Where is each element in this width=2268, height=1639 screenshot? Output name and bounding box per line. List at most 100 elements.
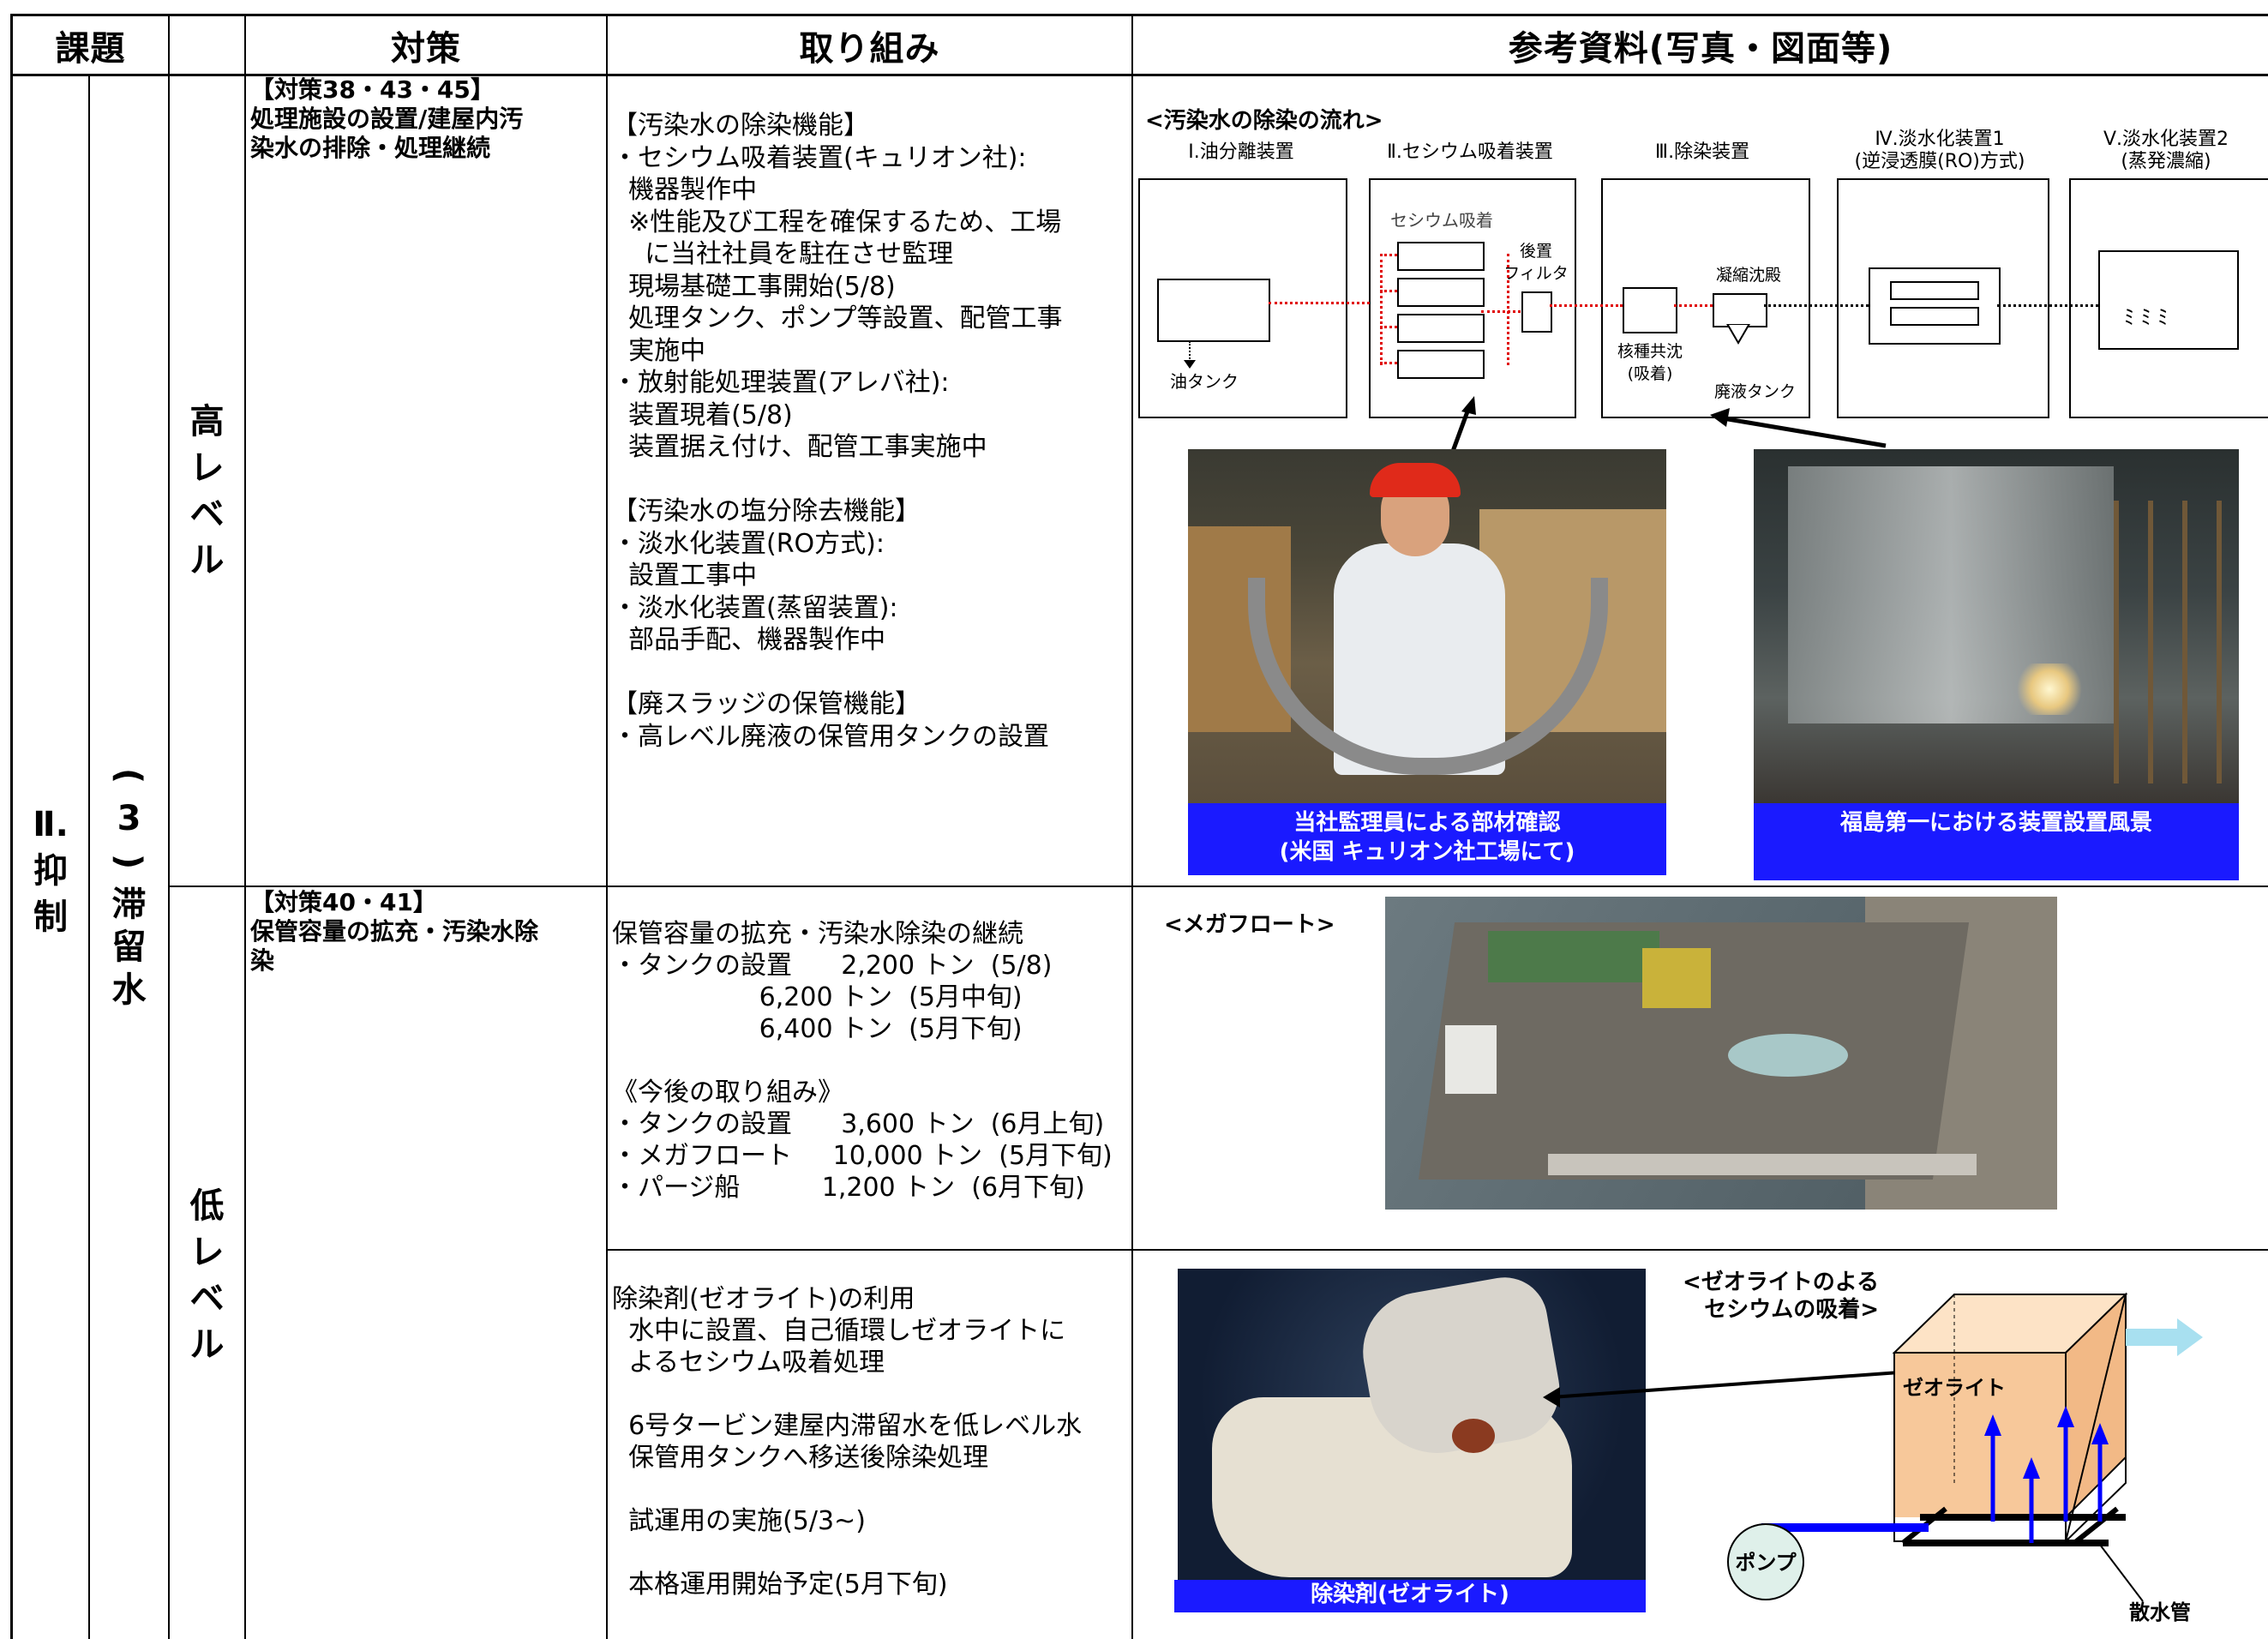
col-line-topic xyxy=(88,74,90,1639)
coin xyxy=(1452,1419,1495,1453)
zeolite-box-back-edge xyxy=(2064,1294,2127,1545)
pointer-arrow-1-head xyxy=(1461,396,1476,415)
flow-stage2-label: Ⅱ.セシウム吸着装置 xyxy=(1387,141,1553,163)
border-left xyxy=(10,14,13,1639)
float-edge xyxy=(1548,1154,1977,1175)
ro-membrane-1 xyxy=(1890,281,1979,300)
header-references: 参考資料(写真・図面等) xyxy=(1508,28,1893,69)
braided-hose xyxy=(1248,578,1608,775)
level-low-label: 低 レ ベ ル xyxy=(189,1186,225,1365)
zeolite-box-front xyxy=(1894,1353,2066,1517)
zeolite-label: ゼオライト xyxy=(1903,1376,2006,1400)
flow-stage4-label: Ⅳ.淡水化装置1 (逆浸透膜(RO)方式) xyxy=(1854,129,2025,172)
zeolite-diagram-title: <ゼオライトのよる セシウムの吸着> xyxy=(1682,1270,1879,1323)
oil-separator-unit xyxy=(1157,279,1270,342)
megafloat-photo xyxy=(1385,897,2057,1210)
sprinkler-leader xyxy=(2099,1544,2144,1602)
flow-arrow-2-3 xyxy=(1550,304,1623,307)
cesium-arrow-2 xyxy=(1380,290,1397,292)
settling-cone-inner xyxy=(1729,325,1748,341)
coprecip-label: 核種共沈 (吸着) xyxy=(1617,342,1683,383)
row-line-high-low xyxy=(168,886,2268,887)
photo-pointer-arrows xyxy=(1446,396,1887,464)
cesium-arrow-1 xyxy=(1380,254,1397,256)
flow-stage1-label: Ⅰ.油分離装置 xyxy=(1188,141,1294,163)
upflow-arrow-4-head xyxy=(2091,1423,2109,1444)
topic-sub-label: ( 3 ) 滞 留 水 xyxy=(109,767,149,1010)
upflow-arrow-1-head xyxy=(1984,1414,2001,1436)
flow-arrow-3-4 xyxy=(1764,304,1869,307)
flow-title: <汚染水の除染の流れ> xyxy=(1145,108,1383,134)
megafloat-label: <メガフロート> xyxy=(1164,912,1335,938)
row-line-low-split xyxy=(606,1249,2268,1251)
zeolite-diagram xyxy=(1543,1292,2203,1602)
low-actions-text-1: 保管容量の拡充・汚染水除染の継続 ・タンクの設置 2,200 トン (5/8) … xyxy=(612,919,1113,1203)
col-line-sub xyxy=(168,14,170,1639)
flow-arrow-vessel-filter xyxy=(1481,310,1521,313)
ro-membrane-2 xyxy=(1890,307,1979,326)
col-line-measure xyxy=(606,14,608,1639)
col-line-actions xyxy=(1131,14,1133,1639)
post-filter-unit xyxy=(1521,291,1552,333)
cesium-arrow-4 xyxy=(1380,362,1397,364)
col-line-level xyxy=(244,14,246,1639)
pointer-arrow-2-head xyxy=(1710,408,1730,427)
pool xyxy=(1728,1034,1848,1077)
post-filter-label: 後置 フィルタ xyxy=(1503,242,1569,283)
low-measure-text: 【対策40・41】 保管容量の拡充・汚染水除 染 xyxy=(250,888,539,975)
cesium-vessel-3 xyxy=(1397,314,1485,343)
pump-circle xyxy=(1727,1523,1804,1600)
scaffold xyxy=(2114,501,2234,783)
topic-main-label: Ⅱ. 抑 制 xyxy=(33,805,69,937)
coprecip-unit xyxy=(1623,287,1677,333)
cesium-feed-line xyxy=(1380,254,1383,365)
header-bottom-line xyxy=(10,74,2268,76)
flow-stage3-label: Ⅲ.除染装置 xyxy=(1654,141,1750,163)
border-top xyxy=(10,14,2268,16)
header-measure: 対策 xyxy=(391,28,461,69)
oil-tank-label: 油タンク xyxy=(1170,371,1239,392)
oil-drain-arrow-head xyxy=(1184,360,1196,369)
flow-arrow-3-internal xyxy=(1674,304,1713,307)
upflow-arrow-2-head xyxy=(2023,1457,2040,1479)
upflow-arrow-3-head xyxy=(2057,1406,2074,1427)
level-high-label: 高 レ ベ ル xyxy=(189,402,225,580)
pointer-arrow-2 xyxy=(1722,416,1887,448)
flow-arrow-1-2 xyxy=(1269,302,1370,304)
inspection-caption: 当社監理員による部材確認 (米国 キュリオン社工場にて) xyxy=(1188,803,1666,875)
hard-hat xyxy=(1370,463,1461,497)
inspection-photo xyxy=(1188,449,1666,805)
cesium-return-line xyxy=(1507,254,1509,365)
waste-tank-label: 廃液タンク xyxy=(1713,382,1796,401)
sprinkler-label: 散水管 xyxy=(2129,1600,2191,1624)
high-actions-text: 【汚染水の除染機能】 ・セシウム吸着装置(キュリオン社): 機器製作中 ※性能及… xyxy=(612,111,1063,752)
ro-unit xyxy=(1869,267,2001,345)
site-photo xyxy=(1754,449,2239,805)
crane xyxy=(1642,948,1711,1008)
flow-arrow-4-5 xyxy=(1997,304,2098,307)
zeolite-photo xyxy=(1178,1269,1646,1588)
green-deck xyxy=(1488,931,1659,982)
cesium-vessel-2 xyxy=(1397,278,1485,307)
site-caption: 福島第一における装置設置風景 xyxy=(1754,803,2239,880)
deck-house xyxy=(1445,1025,1497,1094)
high-measure-text: 【対策38・43・45】 処理施設の設置/建屋内汚 染水の排除・処理継続 xyxy=(250,75,524,162)
settling-unit xyxy=(1713,293,1767,327)
cesium-vessel-4 xyxy=(1397,350,1485,379)
header-actions: 取り組み xyxy=(799,28,940,69)
pump-label: ポンプ xyxy=(1735,1551,1797,1575)
flow-stage5-label: Ⅴ.淡水化装置2 (蒸発濃縮) xyxy=(2103,129,2229,172)
low-actions-text-2: 除染剤(ゼオライト)の利用 水中に設置、自己循環しゼオライトに よるセシウム吸着… xyxy=(612,1284,1083,1600)
cesium-vessel-1 xyxy=(1397,242,1485,271)
evaporator-unit xyxy=(2098,250,2239,350)
floodlight xyxy=(2011,663,2088,715)
cesium-label: セシウム吸着 xyxy=(1390,210,1493,231)
evaporator-steam: ﾐ ﾐ ﾐ xyxy=(2124,305,2169,329)
cesium-arrow-3 xyxy=(1380,326,1397,328)
sprinkler-pipe-4 xyxy=(2073,1506,2119,1546)
settling-label: 凝縮沈殿 xyxy=(1715,266,1781,285)
oil-drain-arrow xyxy=(1189,341,1191,363)
header-topic: 課題 xyxy=(55,28,126,69)
zeolite-pointer-head xyxy=(1543,1387,1560,1408)
zeolite-caption: 除染剤(ゼオライト) xyxy=(1174,1580,1646,1612)
